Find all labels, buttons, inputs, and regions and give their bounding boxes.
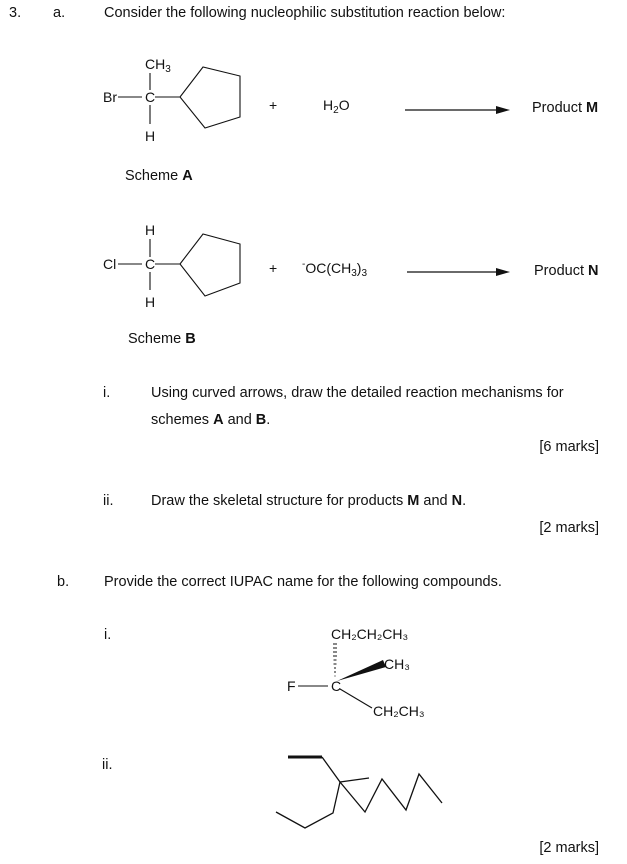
sub-i-marks: [6 marks] [539,439,599,455]
svg-text:C: C [331,678,341,694]
part-b-ii-skeletal [275,755,443,829]
svg-text:H: H [145,222,155,238]
product-m-label: Product M [532,100,599,116]
scheme-a-arrow [405,106,510,114]
scheme-b-arrow [407,268,510,276]
svg-text:H: H [145,294,155,310]
part-b-marks: [2 marks] [539,840,599,856]
part-b-i-label: i. [104,627,112,643]
part-a-intro: Consider the following nucleophilic subs… [104,5,506,21]
part-b-i-structure: CH₂CH₂CH₃ CH₃ F C CH₂CH₃ [287,626,425,719]
sub-i-line1: Using curved arrows, draw the detailed r… [151,385,564,401]
svg-text:C: C [145,89,155,105]
scheme-a-reagent: H2O [323,97,350,116]
sub-ii-label: ii. [103,493,114,509]
sub-ii-text: Draw the skeletal structure for products… [151,493,467,509]
part-b-ii-label: ii. [102,757,113,773]
scheme-b-caption: Scheme B [128,331,196,347]
scheme-a-caption: Scheme A [125,168,193,184]
product-n-label: Product N [534,263,599,279]
svg-text:C: C [145,256,155,272]
sub-i-label: i. [103,385,111,401]
svg-text:Cl: Cl [103,256,116,272]
question-number: 3. [9,5,22,21]
svg-text:F: F [287,678,296,694]
svg-text:Br: Br [103,89,117,105]
scheme-a-atoms: Br C CH3 H [103,56,171,144]
svg-text:CH₃: CH₃ [384,656,410,672]
sub-i-line2: schemes A and B. [151,412,271,428]
scheme-b-reagent: -OC(CH3)3 [302,259,367,279]
scheme-a-substrate [118,66,241,129]
svg-text:CH₂CH₂CH₃: CH₂CH₂CH₃ [331,626,408,642]
scheme-b-substrate [118,233,241,297]
part-b-label: b. [57,574,70,590]
part-a-label: a. [53,5,66,21]
sub-ii-marks: [2 marks] [539,520,599,536]
svg-text:CH₂CH₃: CH₂CH₃ [373,703,425,719]
scheme-b-atoms: Cl C H H [103,222,155,310]
svg-text:CH3: CH3 [145,56,171,75]
scheme-b-plus: + [269,260,277,276]
part-b-intro: Provide the correct IUPAC name for the f… [104,574,502,590]
scheme-a-plus: + [269,97,277,113]
svg-text:H: H [145,128,155,144]
